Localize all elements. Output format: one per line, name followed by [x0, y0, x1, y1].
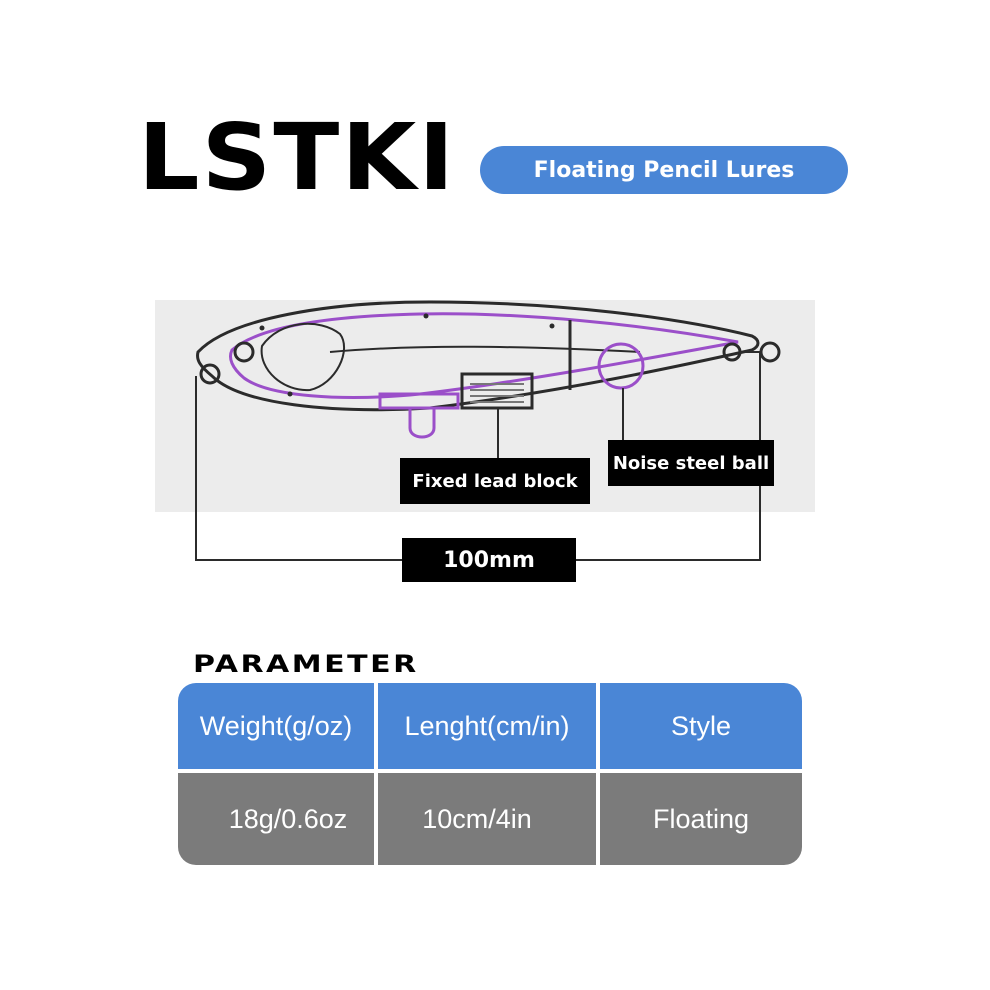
lure-inner-rail: [329, 345, 641, 353]
header-weight: Weight(g/oz): [178, 683, 374, 769]
tail-inner-eye-icon: [722, 342, 742, 362]
front-hook-eye-icon: [199, 363, 221, 385]
length-dimension-label: 100mm: [402, 538, 576, 582]
value-length: 10cm/4in: [378, 773, 596, 865]
header-style: Style: [600, 683, 802, 769]
tail-hook-eye-icon: [759, 341, 781, 363]
value-weight-text: 18g/0.6oz: [228, 803, 348, 834]
header-weight-label: Weight(g/oz): [199, 710, 353, 741]
noise-steel-ball: [597, 342, 645, 390]
noise-steel-ball-label: Noise steel ball: [608, 440, 774, 486]
parameter-table: Weight(g/oz) Lenght(cm/in) Style 18g/0.6…: [178, 683, 802, 865]
value-weight: 18g/0.6oz: [178, 773, 374, 865]
body-rivets: [259, 313, 555, 397]
lead-block-hatching: [470, 383, 524, 403]
value-length-text: 10cm/4in: [422, 803, 532, 834]
belly-eye-icon: [408, 408, 436, 439]
belly-hanger: [378, 392, 460, 410]
header-style-label: Style: [670, 710, 732, 741]
length-dimension-line: [195, 352, 761, 561]
product-tagline: Floating Pencil Lures: [533, 157, 795, 183]
product-tagline-badge: Floating Pencil Lures: [480, 146, 848, 194]
fixed-lead-block-label: Fixed lead block: [400, 458, 590, 504]
header-length: Lenght(cm/in): [378, 683, 596, 769]
lure-inner-cavity: [229, 312, 739, 399]
parameter-title: PARAMETER: [193, 650, 419, 678]
value-style-text: Floating: [652, 803, 750, 834]
lure-head-chamber: [260, 322, 345, 392]
header-length-label: Lenght(cm/in): [404, 710, 570, 741]
line-tie-eye-icon: [233, 341, 255, 363]
brand-logo: LSTKI: [138, 104, 457, 211]
value-style: Floating: [600, 773, 802, 865]
lure-body-outline: [196, 300, 760, 412]
